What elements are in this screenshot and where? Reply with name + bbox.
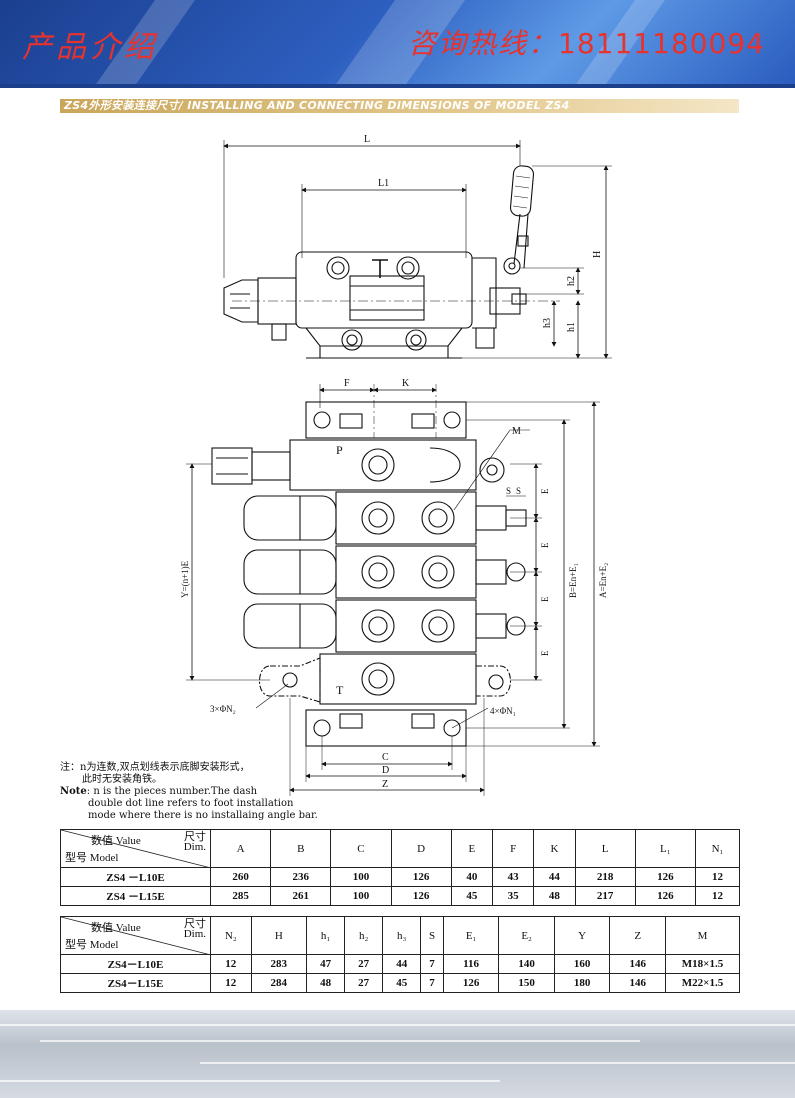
table-row: ZS4－L15E 12 284 48 27 45 7 126 150 180 1… — [60, 973, 740, 993]
note-en-label: Note — [60, 786, 87, 797]
top-view — [186, 384, 600, 796]
col-header: N₂ — [210, 916, 252, 955]
label-A: A=En+E₂ — [598, 563, 608, 598]
footer-strip — [0, 1010, 795, 1098]
col-header: E — [450, 829, 494, 868]
work-section-2 — [243, 545, 526, 599]
side-view — [223, 140, 612, 359]
hotline-number[interactable]: 18111180094 — [558, 27, 765, 60]
col-header: h₃ — [382, 916, 422, 955]
header-rule — [0, 84, 795, 88]
col-header: F — [492, 829, 535, 868]
col-header: D — [390, 829, 452, 868]
corner-diagonal — [61, 917, 211, 955]
technical-drawing: L L1 H h2 h1 h3 F K M P T S S E E E E Y=… — [180, 134, 612, 796]
label-Z: Z — [382, 779, 388, 790]
model-cell: ZS4－L15E — [60, 973, 211, 993]
label-C: C — [382, 752, 389, 763]
drawing-labels: L L1 H h2 h1 h3 F K M P T S S E E E E Y=… — [180, 134, 608, 790]
col-header: E₁ — [442, 916, 500, 955]
label-S1: S — [506, 486, 511, 496]
label-L1: L1 — [378, 178, 389, 189]
label-M: M — [512, 426, 521, 437]
col-header: E₂ — [498, 916, 555, 955]
hotline: 咨询热线：18111180094 — [408, 22, 765, 62]
label-E3: E — [540, 596, 550, 602]
col-header: h₂ — [344, 916, 384, 955]
col-header: C — [330, 829, 392, 868]
col-header: L₁ — [634, 829, 696, 868]
table-row: ZS4 －L15E 285 261 100 126 45 35 48 217 1… — [60, 886, 741, 906]
page-title: 产品介绍 — [22, 30, 158, 65]
col-header: B — [270, 829, 332, 868]
table-row: ZS4－L10E 12 283 47 27 44 7 116 140 160 1… — [60, 954, 740, 974]
label-E1: E — [540, 488, 550, 494]
label-h3: h3 — [542, 318, 553, 328]
header-banner: 产品介绍 咨询热线：18111180094 — [0, 0, 795, 84]
note-en-line1: Note: n is the pieces number.The dash — [60, 786, 258, 797]
col-header: K — [533, 829, 576, 868]
label-B: B=En+E₁ — [568, 563, 578, 598]
label-Y: Y=(n+1)E — [180, 560, 190, 598]
label-E4: E — [540, 650, 550, 656]
work-section-1 — [243, 491, 527, 545]
label-h2: h2 — [566, 276, 577, 286]
label-H: H — [592, 251, 603, 258]
label-P: P — [336, 443, 343, 457]
footer-line — [200, 1062, 795, 1064]
table-row: ZS4 －L10E 260 236 100 126 40 43 44 218 1… — [60, 867, 741, 887]
col-header: Y — [553, 916, 611, 955]
col-header: Z — [609, 916, 666, 955]
label-K: K — [402, 378, 410, 389]
model-cell: ZS4－L10E — [60, 954, 211, 974]
label-L: L — [364, 134, 370, 145]
col-header: L — [574, 829, 636, 868]
col-header: A — [209, 829, 272, 868]
label-F: F — [344, 378, 350, 389]
work-section-3 — [243, 599, 526, 653]
note-cn-line2: 此时无安装角铁。 — [82, 774, 162, 785]
hotline-label: 咨询热线： — [408, 27, 559, 60]
section-title: ZS4外形安装连接尺寸/ INSTALLING AND CONNECTING D… — [64, 99, 570, 112]
col-header: H — [250, 916, 308, 955]
col-header: h₁ — [306, 916, 346, 955]
label-h1: h1 — [566, 322, 577, 332]
label-S2: S — [516, 486, 521, 496]
corner-diagonal — [61, 830, 211, 868]
label-E2: E — [540, 542, 550, 548]
model-cell: ZS4 －L10E — [60, 867, 211, 887]
col-header: S — [420, 916, 444, 955]
label-D: D — [382, 765, 389, 776]
footer-line — [40, 1040, 640, 1042]
label-T: T — [336, 683, 344, 697]
note-cn-line1: 注：n为连数,双点划线表示底脚安装形式， — [60, 762, 250, 773]
note-en-line3: mode where there is no installaing angle… — [88, 810, 318, 821]
note-en-line2: double dot line refers to foot installat… — [88, 798, 294, 809]
model-cell: ZS4 －L15E — [60, 886, 211, 906]
label-N1: 4×ΦN₁ — [490, 706, 516, 716]
footer-line — [0, 1024, 795, 1026]
col-header: M — [665, 916, 740, 955]
col-header: N₁ — [694, 829, 741, 868]
footer-line — [0, 1080, 500, 1082]
label-N2: 3×ΦN₂ — [210, 704, 236, 714]
section-title-bar: ZS4外形安装连接尺寸/ INSTALLING AND CONNECTING D… — [60, 99, 739, 113]
